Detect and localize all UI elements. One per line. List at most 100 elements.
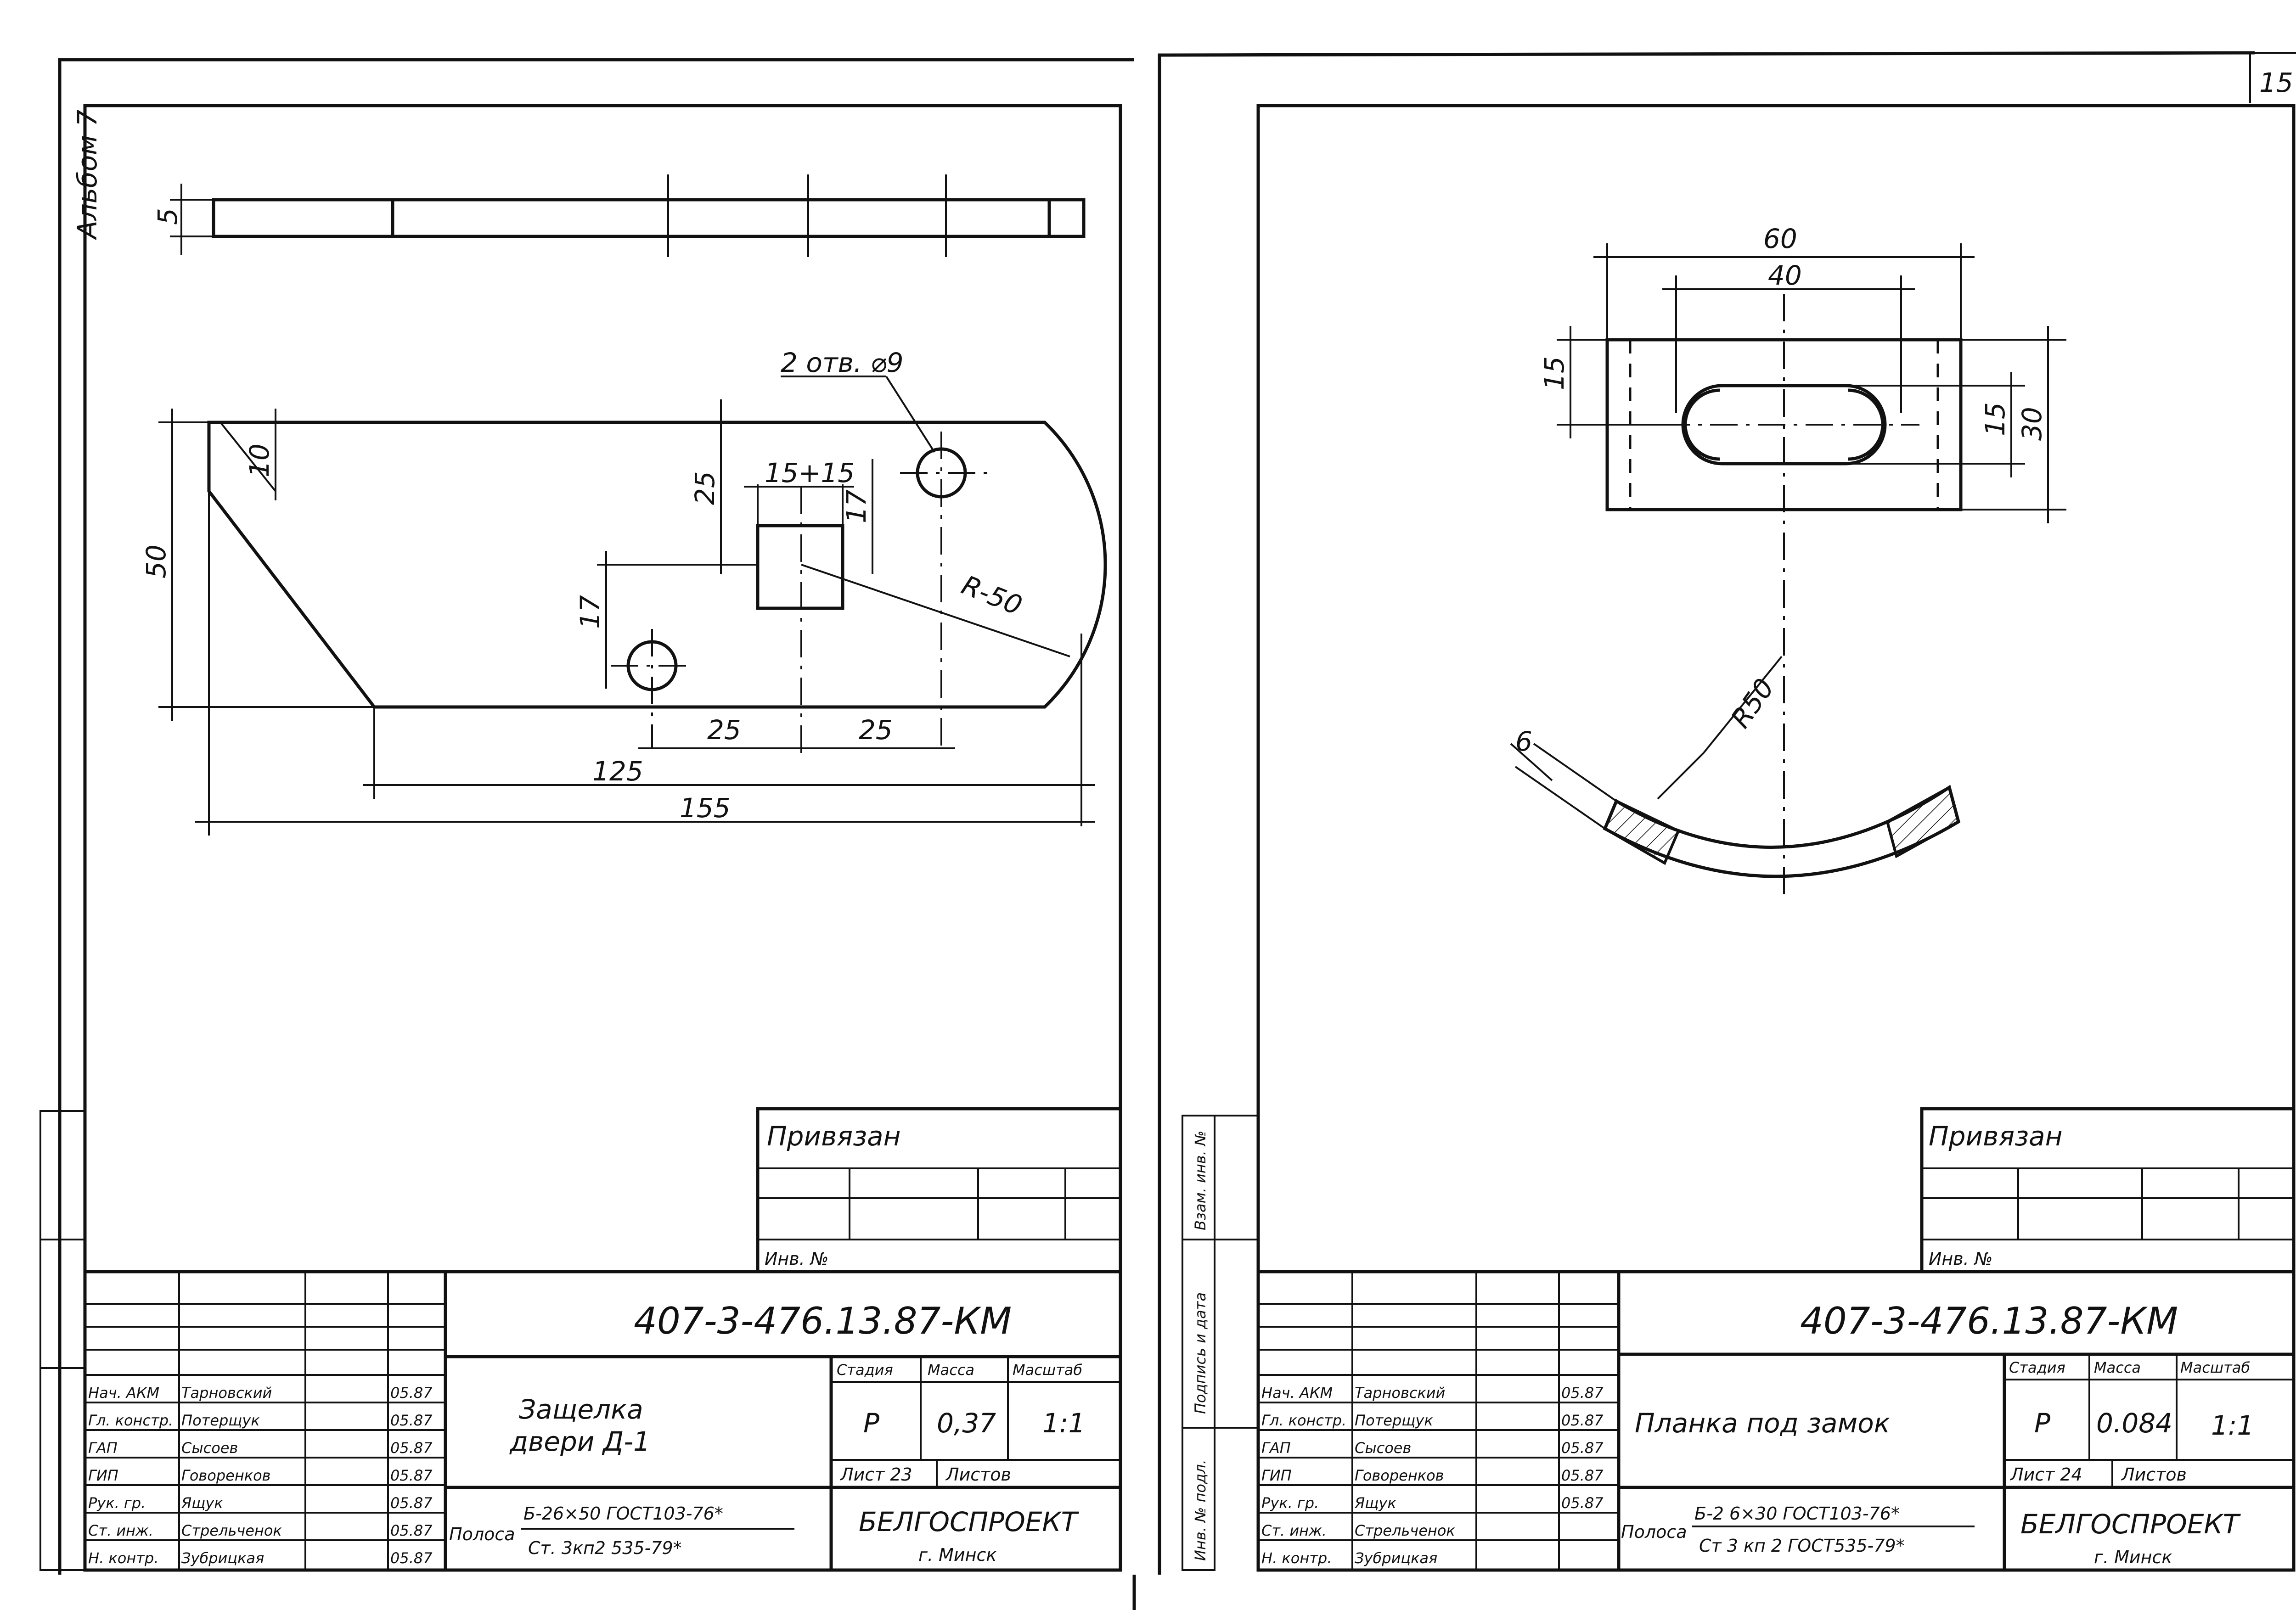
staff-name: Стрельченок [1355,1522,1455,1539]
dim-slot-height: 17 [841,489,872,523]
doc-code: 407-3-476.13.87-КМ [634,1300,1012,1342]
dim-40: 40 [1768,260,1802,291]
staff-role: Нач. АКМ [1261,1384,1333,1402]
inv-label: Инв. № [1929,1249,1992,1269]
staff-date: 05.87 [1561,1494,1604,1512]
margin-label-podpis: Подпись и дата [1192,1292,1209,1414]
mass-header: Масса [928,1361,974,1379]
material-top: Б-2 6×30 ГОСТ103-76* [1694,1503,1900,1524]
dim-15-right: 15 [1980,402,2011,436]
scale-header: Масштаб [1013,1361,1082,1379]
mass-value: 0,37 [937,1408,996,1439]
doc-title-line1: Защелка [519,1394,643,1425]
staff-date: 05.87 [390,1439,433,1457]
material-prefix: Полоса [1621,1522,1687,1542]
latch-part-outline [207,421,1107,709]
scale-value: 1:1 [2211,1410,2254,1441]
staff-date: 05.87 [390,1412,433,1429]
material-bottom: Ст 3 кп 2 ГОСТ535-79* [1699,1536,1905,1556]
dim-6: 6 [1515,726,1532,757]
staff-name: Зубрицкая [1355,1549,1437,1567]
staff-role: Рук. гр. [88,1494,146,1512]
staff-date: 05.87 [390,1494,433,1512]
dim-radius: R-50 [957,569,1027,622]
staff-name: Ящук [181,1494,223,1512]
staff-role: Гл. констр. [1261,1412,1346,1429]
staff-role: Ст. инж. [88,1522,153,1539]
right-sheet: 15 Взам. инв. № Подпись и дата Инв. № по… [1158,51,2296,1575]
staff-rows-left: Нач. АКМ Тарновский 05.87 Гл. констр. По… [88,1384,433,1567]
staff-name: Стрельченок [181,1522,282,1539]
staff-date: 05.87 [390,1549,433,1567]
dim-thickness: 5 [152,208,183,225]
staff-role: Н. контр. [1261,1549,1332,1567]
left-margin-box [39,1110,86,1571]
staff-date: 05.87 [390,1384,433,1402]
album-label: Альбом 7 [72,110,103,241]
org-name: БЕЛГОСПРОЕКТ [2020,1509,2241,1540]
staff-date: 05.87 [1561,1467,1604,1484]
dim-r50: R50 [1725,673,1780,734]
staff-date: 05.87 [390,1467,433,1484]
staff-role: Рук. гр. [1261,1494,1319,1512]
dim-125: 125 [592,756,643,787]
dim-155: 155 [680,792,731,824]
staff-role: Н. контр. [88,1549,158,1567]
doc-title-line2: двери Д-1 [509,1426,650,1457]
sheet-number: Лист 23 [839,1464,912,1485]
material-prefix: Полоса [449,1524,515,1544]
mass-header: Масса [2094,1359,2141,1376]
staff-role: ГАП [1261,1439,1291,1457]
privyazan-label: Привязан [767,1121,901,1152]
staff-name: Тарновский [181,1384,272,1402]
staff-rows-right: Нач. АКМ Тарновский 05.87 Гл. констр. По… [1261,1384,1604,1567]
right-outer-edge [1158,51,2255,1575]
margin-label-inv: Инв. № подл. [1192,1459,1209,1561]
staff-date: 05.87 [1561,1384,1604,1402]
staff-role: ГИП [1261,1467,1292,1484]
staff-name: Потерщук [1355,1412,1433,1429]
dim-top-offset: 25 [689,471,720,505]
staff-role: Нач. АКМ [88,1384,159,1402]
org-city: г. Минск [918,1545,996,1565]
org-city: г. Минск [2094,1547,2172,1567]
staff-name: Сысоев [181,1439,238,1457]
doc-code: 407-3-476.13.87-КМ [1800,1300,2178,1342]
material-top: Б-26×50 ГОСТ103-76* [523,1503,723,1524]
staff-name: Потерщук [181,1412,260,1429]
stage-value: Р [2034,1408,2050,1439]
left-outer-edge [58,58,1134,1575]
dim-25a: 25 [707,714,741,746]
staff-role: Ст. инж. [1261,1522,1327,1539]
staff-date: 05.87 [1561,1439,1604,1457]
staff-date: 05.87 [1561,1412,1604,1429]
scale-header: Масштаб [2180,1359,2250,1376]
staff-role: ГИП [88,1467,118,1484]
staff-name: Зубрицкая [181,1549,264,1567]
sheets-total: Листов [945,1464,1011,1485]
dim-chamfer: 10 [244,443,275,477]
sheets-total: Листов [2121,1464,2187,1485]
doc-title-line1: Планка под замок [1635,1408,1890,1439]
dim-height: 50 [141,544,172,578]
privyazan-label: Привязан [1929,1121,2063,1152]
stage-header: Стадия [2009,1359,2065,1376]
corner-mark: 15 [2259,67,2293,98]
dim-hole-offset: 17 [574,595,606,629]
margin-label-vzam: Взам. инв. № [1192,1131,1209,1230]
inv-label: Инв. № [765,1249,828,1269]
dim-holes: 2 отв. ⌀9 [781,347,904,378]
sheet-number: Лист 24 [2009,1464,2082,1485]
staff-date: 05.87 [390,1522,433,1539]
staff-name: Говоренков [1355,1467,1444,1484]
org-name: БЕЛГОСПРОЕКТ [859,1506,1080,1537]
title-block [1256,1270,2296,1572]
mass-value: 0.084 [2096,1408,2172,1439]
staff-name: Сысоев [1355,1439,1411,1457]
staff-name: Тарновский [1355,1384,1445,1402]
stage-header: Стадия [837,1361,893,1379]
dim-25b: 25 [859,714,893,746]
scale-value: 1:1 [1042,1408,1085,1439]
dim-slot: 15+15 [765,457,855,488]
